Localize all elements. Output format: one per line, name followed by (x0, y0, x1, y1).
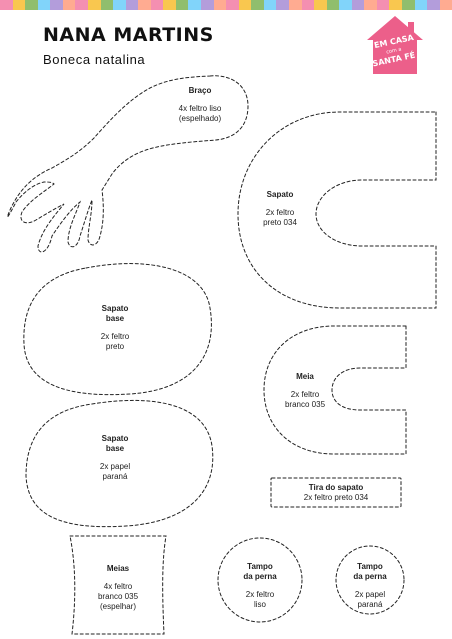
stripe-segment (201, 0, 214, 10)
leg-cap-felt-name1: Tampo (247, 562, 273, 571)
leg-cap-felt-type: liso (253, 600, 266, 609)
shoe-base-felt-piece (23, 263, 212, 396)
leg-cap-felt-name2: da perna (243, 572, 277, 581)
shoe-base-paper-material: paraná (102, 472, 128, 481)
sock-qty: 2x feltro (290, 390, 320, 399)
brand-logo: EM CASA com a SANTA FÉ (365, 14, 425, 76)
stripe-segment (213, 0, 227, 10)
page-subtitle: Boneca natalina (43, 52, 146, 67)
stripe-segment (25, 0, 38, 10)
shoe-base-felt-qty: 2x feltro (100, 332, 130, 341)
leg-cap-paper-qty: 2x papel (354, 590, 386, 599)
arm-note: (espelhado) (178, 114, 222, 123)
stripe-segment (0, 0, 13, 10)
shoe-base-paper-name1: Sapato (101, 434, 129, 443)
arm-label: Braço 4x feltro liso (espelhado) (155, 86, 245, 124)
shoe-strap-piece (270, 477, 402, 508)
leg-cap-paper-name2: da perna (353, 572, 387, 581)
stripe-segment (427, 0, 440, 10)
stripe-segment (326, 0, 340, 10)
socks-piece (69, 535, 167, 635)
stripe-segment (138, 0, 151, 10)
leg-cap-paper-label: Tampo da perna 2x papel paraná (335, 562, 405, 610)
stripe-segment (414, 0, 428, 10)
page-title: NANA MARTINS (43, 24, 214, 46)
stripe-segment (100, 0, 114, 10)
shoe-qty: 2x feltro (265, 208, 295, 217)
stripe-segment (87, 0, 101, 10)
leg-cap-felt-piece (217, 537, 303, 623)
sock-label: Meia 2x feltro branco 035 (270, 372, 340, 410)
leg-cap-felt-qty: 2x feltro (245, 590, 275, 599)
stripe-segment (339, 0, 352, 10)
shoe-name: Sapato (266, 190, 294, 199)
stripe-segment (50, 0, 63, 10)
shoe-strap-qty: 2x feltro preto 034 (303, 493, 369, 502)
socks-label: Meias 4x feltro branco 035 (espelhar) (80, 564, 156, 612)
shoe-base-paper-label: Sapato base 2x papel paraná (80, 434, 150, 482)
stripe-segment (12, 0, 26, 10)
stripe-segment (226, 0, 239, 10)
shoe-color: preto 034 (263, 218, 297, 227)
shoe-base-felt-name1: Sapato (101, 304, 129, 313)
stripe-segment (175, 0, 189, 10)
stripe-segment (238, 0, 252, 10)
stripe-segment (113, 0, 126, 10)
stripe-segment (37, 0, 51, 10)
leg-cap-paper-piece (335, 545, 405, 615)
stripe-segment (150, 0, 164, 10)
stripe-segment (251, 0, 264, 10)
stripe-segment (301, 0, 315, 10)
arm-piece (7, 75, 249, 253)
stripe-segment (62, 0, 76, 10)
shoe-label: Sapato 2x feltro preto 034 (245, 190, 315, 228)
leg-cap-paper-name1: Tampo (357, 562, 383, 571)
socks-name: Meias (106, 564, 130, 573)
shoe-base-paper-name2: base (105, 444, 125, 453)
stripe-segment (402, 0, 415, 10)
shoe-base-felt-name2: base (105, 314, 125, 323)
stripe-segment (263, 0, 277, 10)
leg-cap-paper-material: paraná (357, 600, 383, 609)
shoe-base-felt-color: preto (105, 342, 125, 351)
stripe-segment (125, 0, 139, 10)
stripe-segment (276, 0, 289, 10)
arm-qty: 4x feltro liso (178, 104, 222, 113)
stripe-segment (351, 0, 365, 10)
socks-note: (espelhar) (99, 602, 136, 611)
stripe-segment (364, 0, 377, 10)
stripe-segment (75, 0, 88, 10)
shoe-base-paper-piece (25, 399, 214, 528)
sock-color: branco 035 (284, 400, 326, 409)
stripe-segment (188, 0, 201, 10)
leg-cap-felt-label: Tampo da perna 2x feltro liso (225, 562, 295, 610)
shoe-strap-name: Tira do sapato (308, 483, 364, 492)
arm-name: Braço (188, 86, 212, 95)
stripe-segment (376, 0, 390, 10)
color-stripe (0, 0, 452, 10)
sock-piece (263, 325, 407, 455)
socks-color: branco 035 (97, 592, 139, 601)
shoe-piece (237, 111, 437, 309)
sock-name: Meia (296, 372, 314, 381)
stripe-segment (163, 0, 176, 10)
stripe-segment (314, 0, 327, 10)
stripe-segment (439, 0, 452, 10)
stripe-segment (389, 0, 402, 10)
socks-qty: 4x feltro (103, 582, 133, 591)
shoe-base-felt-label: Sapato base 2x feltro preto (80, 304, 150, 352)
house-logo-icon (367, 16, 423, 74)
shoe-strap-label: Tira do sapato 2x feltro preto 034 (271, 483, 401, 503)
shoe-base-paper-qty: 2x papel (99, 462, 131, 471)
stripe-segment (288, 0, 302, 10)
